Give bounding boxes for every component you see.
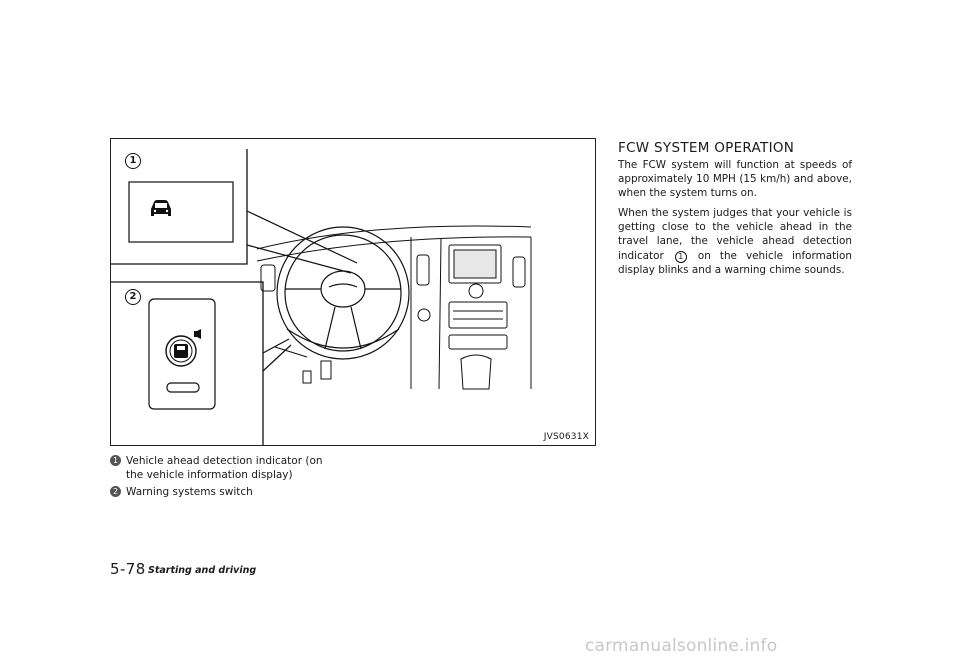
figure-code: JVS0631X [543,432,589,442]
vehicle-ahead-icon [151,200,171,216]
warning-switch-icon [165,329,201,367]
panel-1-frame [111,149,248,265]
caption-1-line2: the vehicle information display) [126,469,293,481]
caption-1-number: 1 [110,455,121,466]
paragraph-2-callout: 1 [674,250,687,263]
caption-2-number: 2 [110,486,121,497]
steering-wheel [276,226,410,360]
caption-2: 2 Warning systems switch [110,485,410,501]
caption-2-line1: Warning systems switch [126,486,253,498]
page-number: 5-78 [110,560,146,578]
caption-1-line1: Vehicle ahead detection indicator (on [126,455,323,467]
paragraph-1: The FCW system will function at speeds o… [618,159,852,200]
callout-1: 1 [125,153,141,169]
paragraph-2: When the system judges that your vehicle… [618,206,852,277]
switch-slot [166,382,200,393]
paragraph-2-after: on the vehicle information display blink… [618,249,852,276]
section-title-footer: Starting and driving [148,565,257,576]
watermark: carmanualsonline.info [585,636,778,656]
section-heading: FCW SYSTEM OPERATION [618,140,795,156]
caption-1: 1 Vehicle ahead detection indicator (on … [110,454,410,484]
indicator-display [128,181,234,243]
dashboard-figure: 1 2 JVS0631X [110,138,596,446]
paragraph-2-before: When the system judges that your vehicle… [618,207,852,262]
dashboard-illustration [111,149,532,445]
callout-2: 2 [125,289,141,305]
panel-2-frame [111,281,264,445]
